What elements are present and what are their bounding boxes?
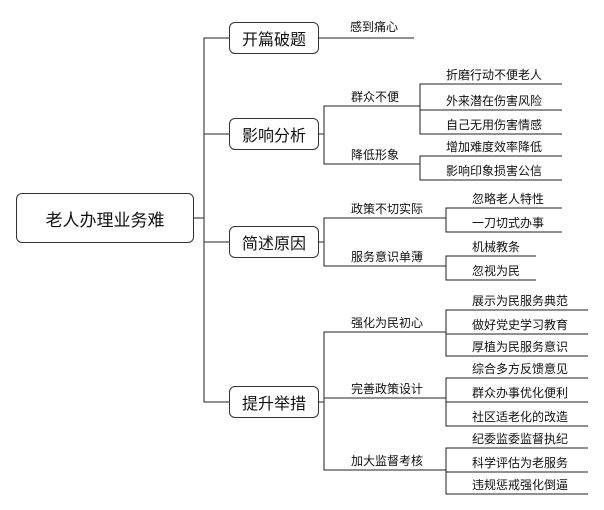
link-root-branch1 [194, 37, 229, 219]
branch-reasons: 简述原因 [229, 226, 319, 258]
leaf-label: 违规惩戒强化倒逼 [472, 478, 569, 492]
leaf-label: 自己无用伤害情感 [446, 118, 543, 132]
leaf-label: 折磨行动不便老人 [446, 68, 543, 82]
link-b3-sub [319, 217, 446, 267]
leaf-label: 增加难度效率降低 [446, 140, 543, 154]
branch-opening: 开篇破题 [229, 22, 319, 54]
branch-measures: 提升举措 [229, 386, 319, 418]
leaf-label: 做好党史学习教育 [472, 318, 569, 332]
branch-impact-analysis: 影响分析 [229, 118, 319, 150]
leaf-label: 影响印象损害公信 [446, 164, 543, 178]
link-b3-sub2-leaves [445, 255, 536, 281]
leaf-label: 科学评估为老服务 [472, 456, 569, 470]
leaf-label: 忽略老人特性 [472, 192, 545, 206]
root-topic: 老人办理业务难 [16, 193, 194, 243]
link-b4-sub3-leaves [445, 447, 588, 495]
subtopic-label: 完善政策设计 [351, 382, 424, 396]
link-b2-sub1-leaves [419, 83, 562, 135]
leaf-label: 展示为民服务典范 [472, 294, 569, 308]
link-b4-sub2-leaves [445, 377, 588, 427]
link-root-branch4 [203, 218, 229, 403]
leaf-label: 忽视为民 [472, 264, 521, 278]
leaf-label: 机械教条 [472, 240, 521, 254]
subtopic-label: 降低形象 [351, 148, 400, 162]
subtopic-label: 强化为民初心 [351, 316, 424, 330]
link-b4-sub1-leaves [445, 309, 588, 357]
leaf-label: 群众办事优化便利 [472, 386, 569, 400]
link-b2-sub2-leaves [419, 155, 562, 181]
leaf-label: 社区适老化的改造 [472, 410, 569, 424]
link-root-branch3 [203, 218, 229, 243]
link-b3-sub1-leaves [445, 207, 562, 233]
link-b2-sub [319, 105, 420, 165]
leaf-label: 厚植为民服务意识 [472, 340, 569, 354]
subtopic-label: 服务意识单薄 [351, 250, 424, 264]
subtopic-label: 加大监督考核 [351, 454, 424, 468]
subtopic-label: 政策不切实际 [351, 202, 424, 216]
leaf-label: 外来潜在伤害风险 [446, 94, 543, 108]
leaf-label: 综合多方反馈意见 [472, 362, 569, 376]
leaf-label: 一刀切式办事 [472, 216, 545, 230]
leaf-label: 感到痛心 [350, 20, 399, 34]
leaf-label: 纪委监委监督执纪 [472, 432, 569, 446]
link-root-branch2 [203, 133, 229, 218]
subtopic-label: 群众不便 [351, 90, 400, 104]
link-b4-sub [319, 331, 446, 471]
